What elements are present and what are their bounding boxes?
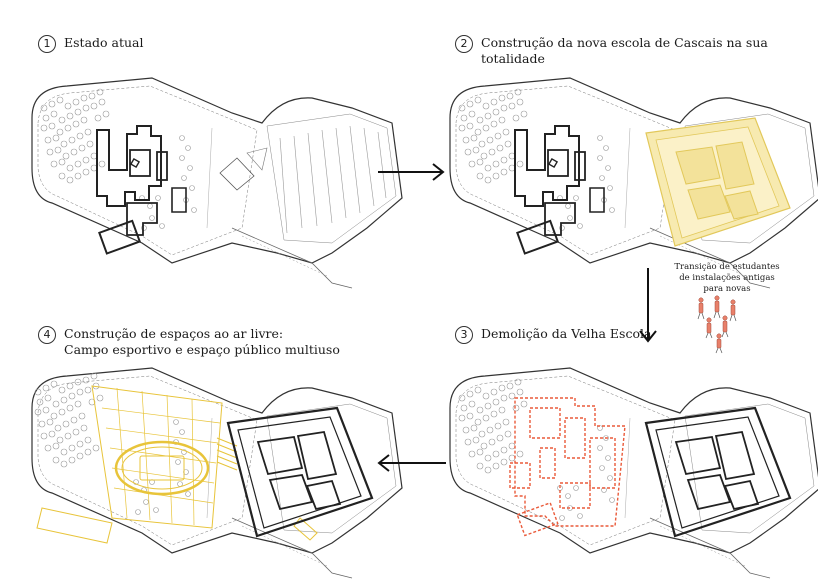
step-4-label: 4 Construção de espaços ao ar livre: Cam… bbox=[38, 326, 340, 358]
panel-2-trees bbox=[458, 88, 615, 231]
panel-2-old-school bbox=[514, 125, 605, 255]
panel-2-new-school bbox=[449, 77, 818, 289]
panel-3-demolition bbox=[449, 367, 818, 579]
step-4-number: 4 bbox=[38, 326, 56, 344]
panel-1-parking bbox=[219, 125, 387, 234]
step-2-number: 2 bbox=[455, 35, 473, 53]
step-3-number: 3 bbox=[455, 326, 473, 344]
transition-note-line1: Transição de estudantes bbox=[674, 262, 780, 272]
panel-1-site-outline bbox=[31, 77, 403, 289]
students-figures-icon bbox=[697, 295, 737, 354]
panel-4-site-outline bbox=[31, 367, 403, 579]
transition-note-line3: para novas bbox=[703, 284, 751, 294]
panel-4-new-school bbox=[226, 406, 374, 538]
step-4-text: Construção de espaços ao ar livre: Campo… bbox=[64, 326, 340, 358]
panel-1-current-state bbox=[31, 77, 403, 289]
arrow-left-icon bbox=[377, 454, 446, 472]
panel-4-outdoor-spaces bbox=[31, 367, 403, 579]
step-4-subtitle: Campo esportivo e espaço público multius… bbox=[64, 342, 340, 357]
step-2-title: Construção da nova escola de Cascais na … bbox=[481, 35, 768, 66]
panel-2-new-school-highlight bbox=[645, 117, 791, 247]
panel-3-site-outline bbox=[449, 367, 818, 579]
panel-3-demolition-outline bbox=[509, 397, 626, 537]
step-4-title: Construção de espaços ao ar livre: bbox=[64, 326, 284, 341]
transition-note: Transição de estudantes de instalações a… bbox=[672, 262, 782, 295]
step-1-label: 1 Estado atual bbox=[38, 35, 144, 53]
panel-4-public-space-grid bbox=[36, 385, 223, 544]
step-1-number: 1 bbox=[38, 35, 56, 53]
panel-3-trees bbox=[458, 378, 615, 521]
step-1-title: Estado atual bbox=[64, 35, 144, 50]
panel-1-old-school bbox=[96, 125, 187, 255]
panel-1-trees bbox=[40, 88, 197, 231]
arrow-right-icon bbox=[378, 163, 445, 181]
step-3-title: Demolição da Velha Escola bbox=[481, 326, 652, 341]
transition-note-line2: de instalações antigas bbox=[679, 273, 775, 283]
panel-4-sports-field bbox=[114, 440, 210, 496]
arrow-down-icon bbox=[639, 268, 657, 343]
panel-3-new-school bbox=[644, 406, 792, 538]
step-3-label: 3 Demolição da Velha Escola bbox=[455, 326, 651, 344]
step-2-label: 2 Construção da nova escola de Cascais n… bbox=[455, 35, 818, 67]
